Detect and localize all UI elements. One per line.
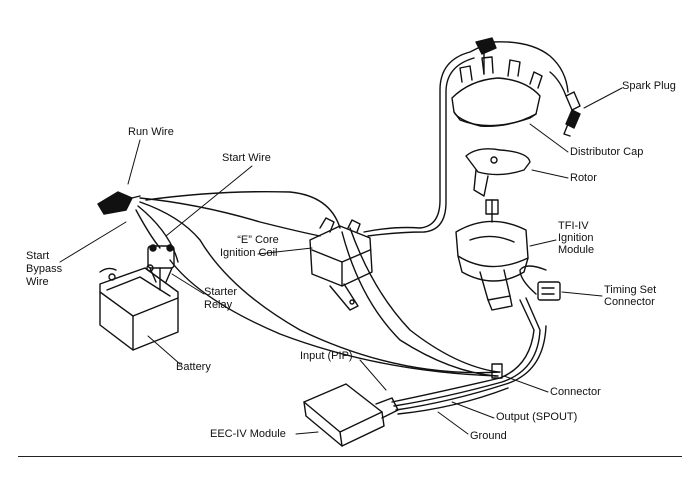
start-wire-label: Start Wire bbox=[222, 152, 271, 164]
tfi-iv-label-line2: Ignition bbox=[558, 232, 594, 244]
tfi-iv-label-line3: Module bbox=[558, 244, 595, 256]
run-wire-label: Run Wire bbox=[128, 126, 174, 138]
distributor-cap-label: Distributor Cap bbox=[570, 146, 644, 158]
run-wire-connector-drawing bbox=[97, 191, 141, 215]
tfi-module-drawing bbox=[455, 199, 529, 311]
e-core-label-line1: “E” Core bbox=[237, 234, 279, 246]
eec-iv-module-label: EEC-IV Module bbox=[210, 428, 286, 440]
distributor-cap-drawing bbox=[451, 37, 543, 127]
ignition-coil-drawing bbox=[309, 217, 373, 311]
starter-relay-label-line2: Relay bbox=[204, 299, 233, 311]
timing-set-label-line2: Connector bbox=[604, 296, 655, 308]
spark-plug-label: Spark Plug bbox=[622, 80, 676, 92]
timing-connector-drawing bbox=[537, 281, 561, 301]
e-core-label-line2: Ignition Coil bbox=[220, 247, 278, 259]
spark-plug-drawing bbox=[549, 71, 581, 137]
start-bypass-label-line2: Bypass bbox=[26, 263, 63, 275]
starter-relay-label-line1: Starter bbox=[204, 286, 238, 298]
battery-drawing bbox=[99, 264, 179, 351]
battery-label: Battery bbox=[176, 361, 211, 373]
leader-lines bbox=[59, 87, 623, 435]
start-bypass-label-line3: Wire bbox=[26, 276, 49, 288]
tfi-iv-label-line1: TFI-IV bbox=[558, 220, 589, 232]
connector-label: Connector bbox=[550, 386, 601, 398]
eec-iv-module-drawing bbox=[303, 383, 399, 447]
starter-relay-drawing bbox=[147, 244, 175, 291]
input-pip-label: Input (PIP) bbox=[300, 350, 353, 362]
rotor-drawing bbox=[465, 148, 531, 197]
timing-set-label-line1: Timing Set bbox=[604, 284, 657, 296]
bottom-divider bbox=[18, 456, 682, 457]
rotor-label: Rotor bbox=[570, 172, 597, 184]
wiring-harness bbox=[135, 41, 569, 415]
start-bypass-label-line1: Start bbox=[26, 250, 50, 262]
ground-label: Ground bbox=[470, 430, 507, 442]
output-spout-label: Output (SPOUT) bbox=[496, 411, 578, 423]
